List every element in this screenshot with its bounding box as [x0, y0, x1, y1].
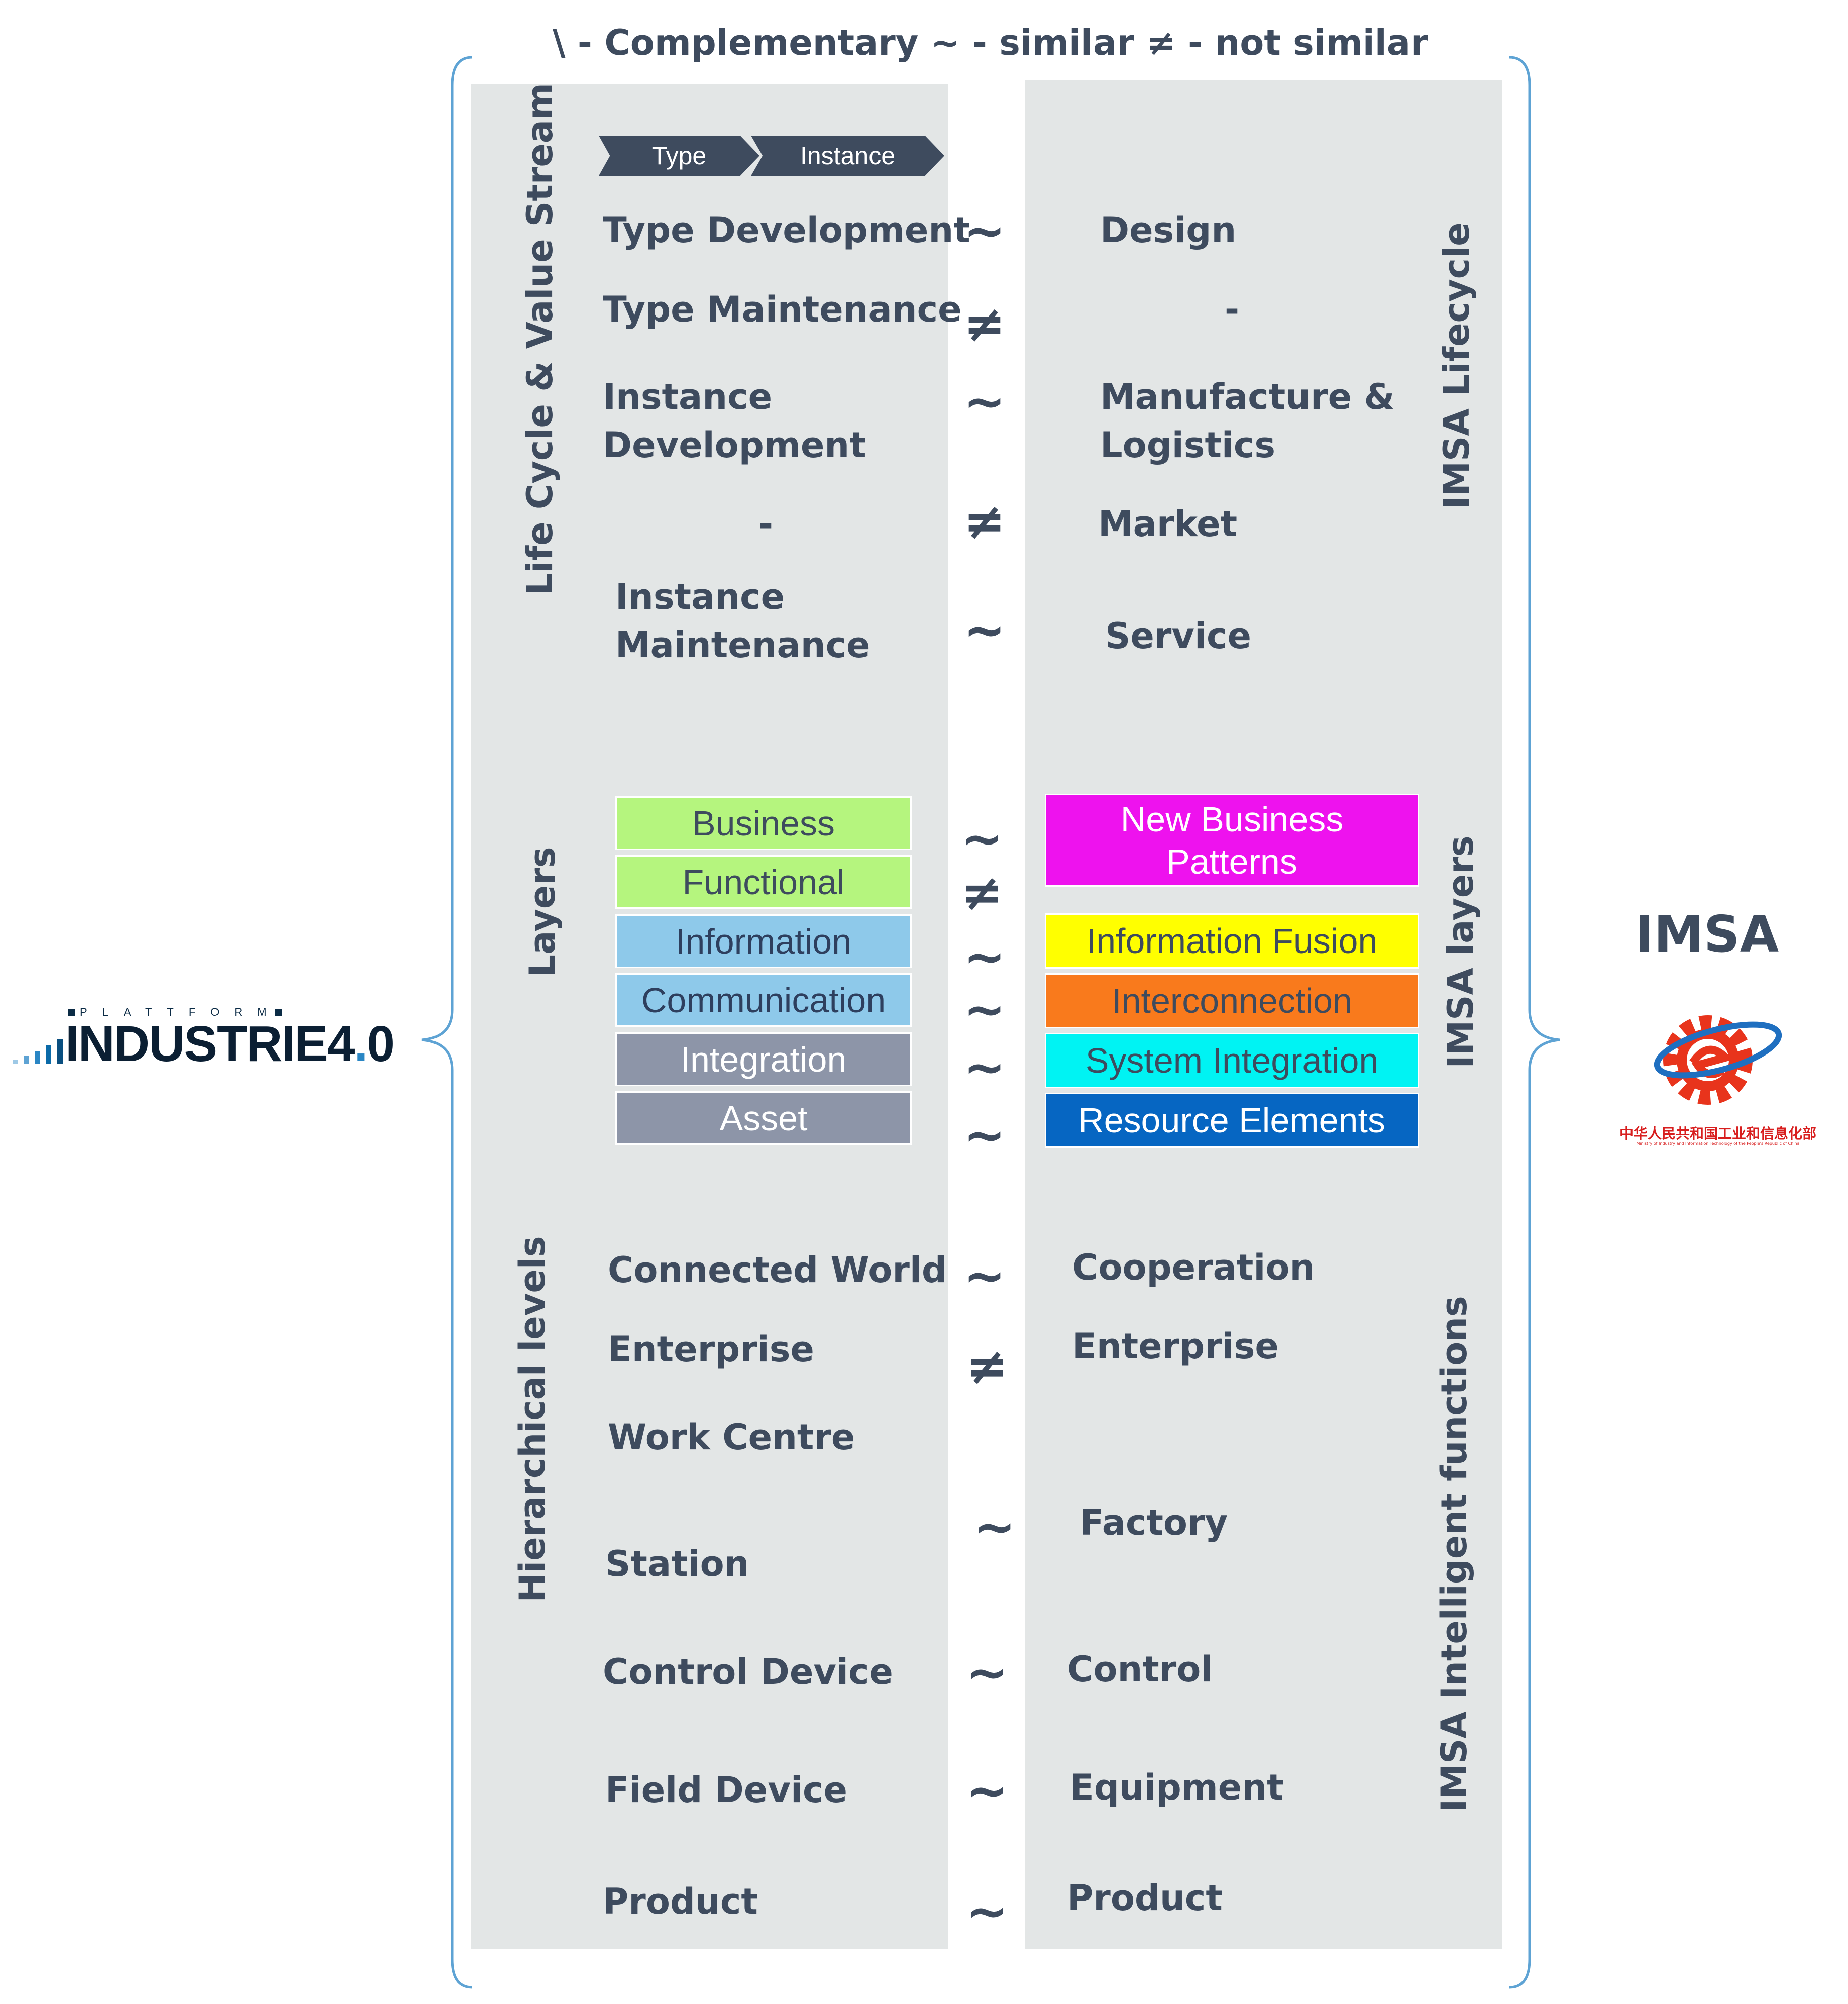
level-left-product: Product: [603, 1881, 758, 1922]
levels-symbol-2: ≠: [966, 1337, 1008, 1396]
lifecycle-symbol-3: ~: [963, 372, 1006, 431]
plattform-label: PLATTFORM: [68, 1005, 284, 1020]
level-left-enterprise: Enterprise: [608, 1329, 814, 1370]
lifecycle-right-service: Service: [1105, 615, 1252, 657]
legend-text: \ - Complementary ~ - similar ≠ - not si…: [553, 22, 1428, 63]
imsa-intelligent-functions-title: IMSA Intelligent functions: [1434, 1296, 1475, 1812]
level-left-work-centre: Work Centre: [608, 1417, 855, 1458]
layer-interconnection: Interconnection: [1045, 973, 1419, 1028]
miit-gear-logo-icon: [1654, 1015, 1782, 1105]
level-right-cooperation: Cooperation: [1072, 1247, 1315, 1288]
lifecycle-symbol-4: ≠: [963, 492, 1006, 551]
layers-symbol-2: ≠: [961, 863, 1003, 922]
miit-subcaption: Ministry of Industry and Information Tec…: [1636, 1141, 1800, 1146]
layer-business: Business: [615, 796, 912, 850]
layers-symbol-1: ~: [961, 809, 1003, 868]
square-icon: [68, 1009, 75, 1016]
level-left-control-device: Control Device: [603, 1651, 893, 1693]
level-right-enterprise: Enterprise: [1072, 1326, 1279, 1367]
industrie-wordmark: INDUSTRIE4.0: [65, 1016, 395, 1072]
layers-title: Layers: [522, 847, 563, 977]
chevron-type: Type: [599, 136, 759, 176]
lifecycle-right-market: Market: [1098, 503, 1238, 545]
miit-caption: 中华人民共和国工业和信息化部: [1619, 1125, 1816, 1142]
lifecycle-symbol-1: ~: [963, 201, 1006, 260]
plattform-text: PLATTFORM: [80, 1006, 282, 1018]
level-right-product: Product: [1067, 1877, 1223, 1919]
levels-symbol-5: ~: [966, 1761, 1008, 1820]
lifecycle-left-type-development: Type Development: [603, 209, 970, 251]
level-left-field-device: Field Device: [605, 1769, 847, 1811]
level-right-factory: Factory: [1080, 1502, 1228, 1543]
levels-symbol-3: ~: [973, 1498, 1016, 1556]
layer-asset: Asset: [615, 1091, 912, 1145]
lifecycle-symbol-2: ≠: [963, 294, 1006, 353]
imsa-layers-title: IMSA layers: [1440, 835, 1481, 1069]
layer-functional: Functional: [615, 855, 912, 909]
levels-symbol-4: ~: [966, 1643, 1008, 1702]
hierarchical-levels-title: Hierarchical levels: [512, 1236, 553, 1603]
lifecycle-right-manufacture-logistics: Manufacture & Logistics: [1100, 376, 1395, 466]
lifecycle-left-dash: -: [758, 503, 774, 545]
levels-symbol-1: ~: [963, 1246, 1006, 1305]
layers-symbol-4: ~: [963, 980, 1006, 1039]
lifecycle-left-instance-development: Instance Development: [603, 376, 866, 466]
layers-symbol-6: ~: [963, 1106, 1006, 1165]
lifecycle-value-stream-title: Life Cycle & Value Stream: [519, 83, 561, 595]
layer-integration: Integration: [615, 1032, 912, 1086]
layers-symbol-5: ~: [963, 1038, 1006, 1097]
level-left-station: Station: [605, 1543, 749, 1585]
level-right-control: Control: [1067, 1649, 1213, 1690]
industrie-text: INDUSTRIE: [65, 1016, 328, 1072]
layers-symbol-3: ~: [963, 927, 1006, 986]
square-icon: [274, 1009, 282, 1016]
levels-symbol-6: ~: [966, 1882, 1008, 1941]
chevron-instance: Instance: [751, 136, 944, 176]
imsa-title: IMSA: [1635, 905, 1779, 964]
level-left-connected-world: Connected World: [608, 1249, 947, 1291]
lifecycle-right-dash: -: [1225, 289, 1240, 330]
four-text: 4: [327, 1016, 355, 1072]
imsa-lifecycle-title: IMSA Lifecycle: [1436, 222, 1477, 509]
lifecycle-left-instance-maintenance: Instance Maintenance: [615, 576, 871, 666]
left-brace: [421, 56, 473, 1989]
layer-resource-elements: Resource Elements: [1045, 1093, 1419, 1148]
lifecycle-left-type-maintenance: Type Maintenance: [603, 289, 962, 330]
layer-system-integration: System Integration: [1045, 1033, 1419, 1088]
lifecycle-symbol-5: ~: [963, 601, 1006, 660]
layer-new-business-patterns: New Business Patterns: [1045, 794, 1419, 887]
layer-communication: Communication: [615, 973, 912, 1027]
layer-information: Information: [615, 914, 912, 968]
industrie40-logo: PLATTFORM INDUSTRIE4.0: [13, 1005, 395, 1070]
level-right-equipment: Equipment: [1070, 1767, 1284, 1808]
layer-information-fusion: Information Fusion: [1045, 913, 1419, 969]
lifecycle-right-design: Design: [1100, 209, 1237, 251]
right-brace: [1509, 56, 1560, 1989]
zero-text: 0: [367, 1016, 395, 1072]
signal-bars-icon: [13, 1039, 63, 1064]
dot-text: .: [354, 1016, 368, 1072]
